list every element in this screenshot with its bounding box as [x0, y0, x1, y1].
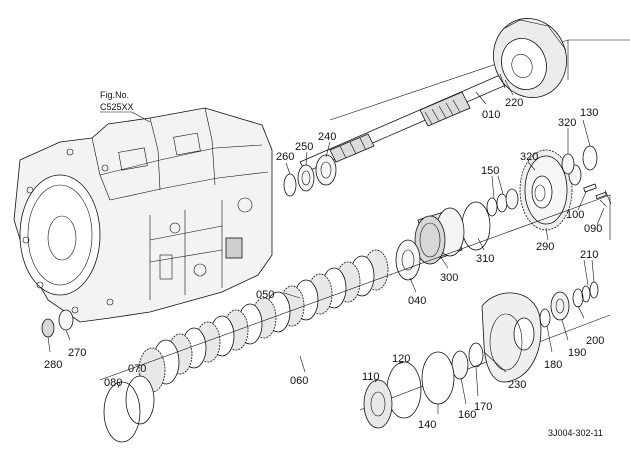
label-320-upper: 320	[558, 117, 576, 129]
leader-lines	[47, 73, 605, 414]
label-320-lower: 320	[520, 151, 538, 163]
label-300: 300	[440, 272, 458, 284]
snap-ring-310	[461, 201, 491, 251]
snap-ring-200	[572, 288, 584, 308]
label-220: 220	[505, 97, 523, 109]
snap-ring-260	[283, 173, 297, 197]
snap-ring-170	[468, 342, 484, 368]
bearing-240	[315, 154, 337, 186]
cover-220	[493, 18, 567, 98]
label-080: 080	[104, 377, 122, 389]
gear-290	[519, 149, 573, 231]
label-310: 310	[476, 253, 494, 265]
label-170: 170	[474, 401, 492, 413]
label-240: 240	[318, 131, 336, 143]
ring-210a	[581, 285, 591, 303]
fig-no-label: Fig.No.	[100, 90, 129, 100]
pins-100-090	[583, 183, 612, 207]
plate-040	[395, 239, 421, 281]
ring-210b	[589, 281, 599, 299]
rings-150	[486, 188, 519, 217]
drum-300	[414, 207, 465, 265]
label-090: 090	[584, 223, 602, 235]
figure-reference: Fig.No. C525XX	[100, 90, 151, 123]
label-230: 230	[508, 379, 526, 391]
label-290: 290	[536, 241, 554, 253]
seal-160	[451, 350, 469, 380]
drawing-id: 3J004-302-11	[548, 428, 603, 438]
label-100: 100	[566, 209, 584, 221]
ring-280	[41, 318, 55, 338]
label-010: 010	[482, 109, 500, 121]
snap-ring-080	[103, 381, 141, 443]
transmission-case	[13, 107, 273, 323]
label-270: 270	[68, 347, 86, 359]
piston-110	[363, 379, 393, 429]
shaft-010	[299, 74, 507, 173]
label-180: 180	[544, 359, 562, 371]
lower-assembly-frame	[99, 194, 611, 411]
label-160: 160	[458, 409, 476, 421]
label-110: 110	[362, 371, 380, 383]
label-050: 050	[256, 289, 274, 301]
part-labels: 010 220 240 250 260 130 320 150 320 100 …	[44, 97, 604, 438]
snap-ring-130	[582, 145, 598, 171]
label-140: 140	[418, 419, 436, 431]
label-190: 190	[568, 347, 586, 359]
label-040: 040	[408, 295, 426, 307]
label-210: 210	[580, 249, 598, 261]
label-070: 070	[128, 363, 146, 375]
collar-250	[297, 164, 315, 192]
ring-320-upper	[561, 153, 575, 175]
label-260: 260	[276, 151, 294, 163]
label-120: 120	[392, 353, 410, 365]
seal-270	[58, 309, 74, 331]
label-130: 130	[580, 107, 598, 119]
bearing-190	[550, 291, 570, 321]
label-200: 200	[586, 335, 604, 347]
fig-no-value: C525XX	[100, 102, 134, 112]
label-280: 280	[44, 359, 62, 371]
cover-230	[481, 292, 542, 383]
snap-ring-120	[386, 361, 422, 419]
label-150: 150	[481, 165, 499, 177]
ring-180	[539, 308, 551, 328]
label-060: 060	[290, 375, 308, 387]
label-250: 250	[295, 141, 313, 153]
plate-140	[421, 351, 455, 405]
upper-assembly-frame	[329, 39, 630, 121]
